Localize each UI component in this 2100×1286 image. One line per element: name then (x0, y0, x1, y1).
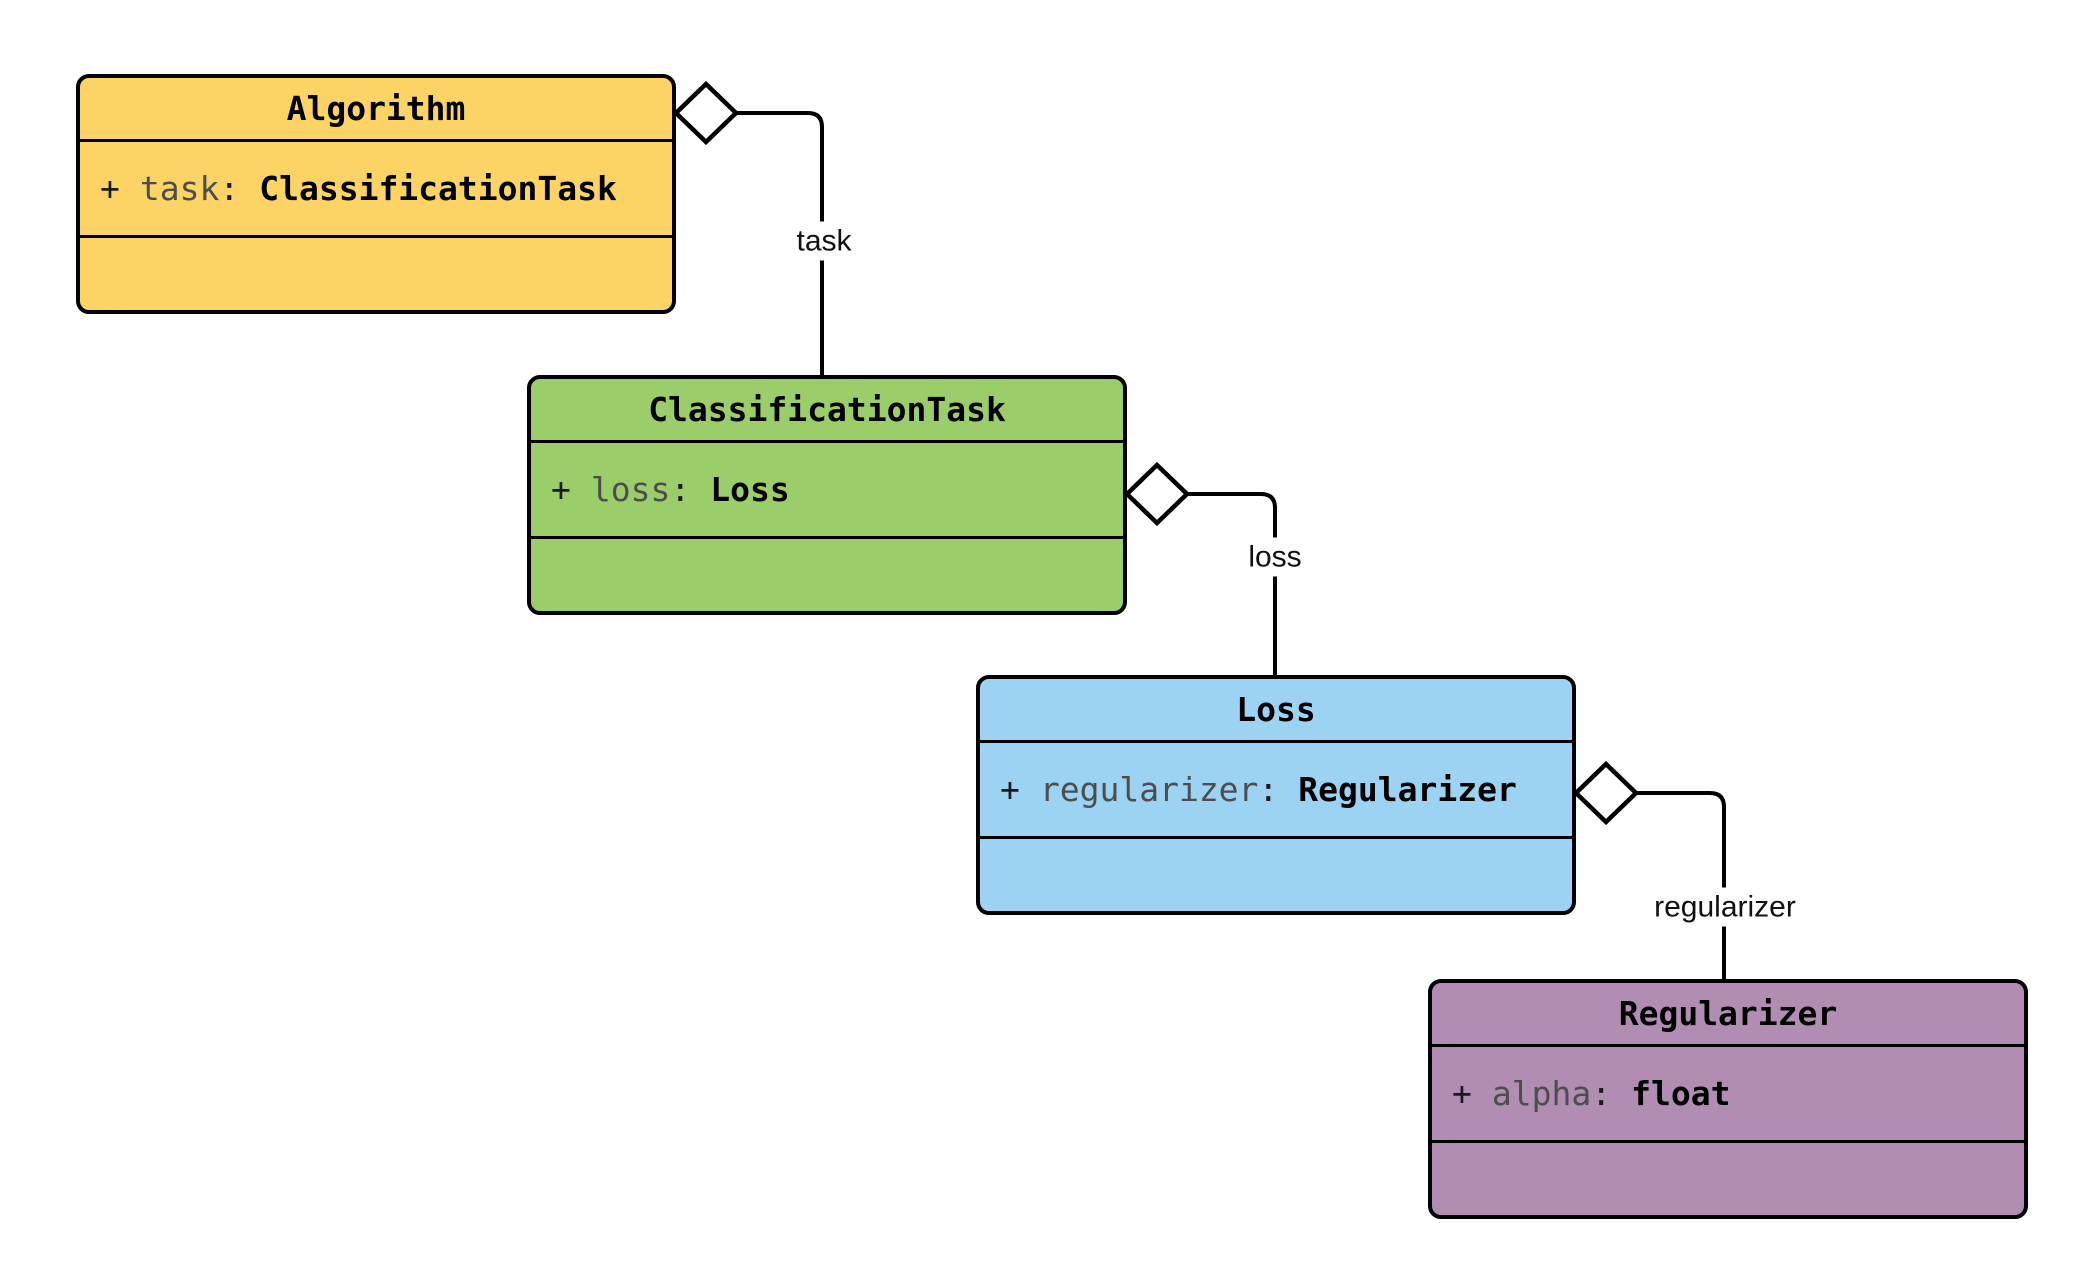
attr-type: Loss (710, 470, 790, 509)
aggregation-diamond-icon (1572, 760, 1640, 826)
edge-label-task: task (787, 221, 861, 261)
edge-label-regularizer: regularizer (1645, 887, 1805, 927)
aggregation-diamond-icon (672, 80, 740, 146)
class-box-regularizer: Regularizer + alpha : float (1428, 979, 2028, 1219)
attr-name: regularizer (1039, 770, 1259, 809)
class-attribute-line: + task : ClassificationTask (80, 139, 672, 235)
class-empty-section (1432, 1140, 2024, 1215)
class-title: ClassificationTask (648, 390, 1006, 429)
attr-visibility: + (1000, 770, 1020, 809)
attr-name: loss (590, 470, 671, 509)
attr-colon: : (670, 470, 691, 509)
class-box-classificationtask: ClassificationTask + loss : Loss (527, 375, 1127, 615)
attr-colon: : (1258, 770, 1279, 809)
attr-visibility: + (100, 169, 120, 208)
edge-task-line (736, 111, 824, 377)
class-box-loss: Loss + regularizer : Regularizer (976, 675, 1576, 915)
class-box-algorithm: Algorithm + task : ClassificationTask (76, 74, 676, 314)
attr-type: Regularizer (1298, 770, 1517, 809)
attr-type: ClassificationTask (259, 169, 617, 208)
class-title: Loss (1236, 690, 1316, 729)
class-empty-section (531, 536, 1123, 611)
class-attribute-line: + alpha : float (1432, 1044, 2024, 1140)
attr-colon: : (1591, 1074, 1612, 1113)
class-empty-section (80, 235, 672, 310)
attr-name: task (139, 169, 220, 208)
class-attribute-line: + regularizer : Regularizer (980, 740, 1572, 836)
attr-visibility: + (1452, 1074, 1472, 1113)
class-title: Regularizer (1618, 994, 1838, 1033)
attr-colon: : (219, 169, 240, 208)
edge-label-loss: loss (1239, 537, 1311, 577)
class-title: Algorithm (286, 89, 466, 128)
aggregation-diamond-icon (1123, 461, 1191, 527)
attr-visibility: + (551, 470, 571, 509)
attr-type: float (1631, 1074, 1731, 1113)
class-empty-section (980, 836, 1572, 911)
edge-loss-line (1187, 492, 1277, 677)
class-attribute-line: + loss : Loss (531, 440, 1123, 536)
edge-regularizer-line (1636, 791, 1726, 982)
attr-name: alpha (1491, 1074, 1592, 1113)
